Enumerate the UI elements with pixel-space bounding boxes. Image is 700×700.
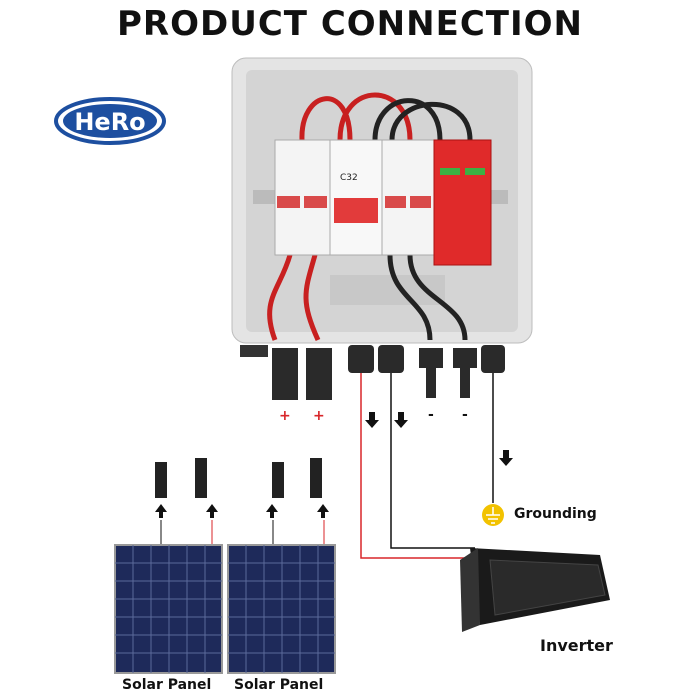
solar-panel-label: Solar Panel — [122, 677, 212, 693]
positive-label: + — [279, 408, 291, 424]
solar-panel-label: Solar Panel — [234, 677, 324, 693]
grounding-label: Grounding — [514, 506, 597, 522]
ground-icon — [482, 504, 504, 526]
connectors — [272, 345, 505, 400]
combiner-box: C32 — [231, 57, 533, 357]
down-arrow-icons — [365, 412, 513, 466]
black-cable — [390, 373, 475, 549]
solar-panels — [114, 544, 336, 674]
page-title: PRODUCT CONNECTION — [117, 4, 583, 44]
svg-text:C32: C32 — [340, 173, 358, 183]
positive-label: + — [313, 408, 325, 424]
inverter-label: Inverter — [540, 636, 613, 655]
inverter-image — [460, 548, 610, 632]
negative-label: - — [428, 407, 434, 423]
red-cable — [360, 373, 475, 559]
hero-logo: HeRo — [54, 97, 166, 145]
negative-label: - — [462, 407, 468, 423]
panel-connectors — [155, 458, 329, 545]
svg-text:HeRo: HeRo — [74, 108, 145, 136]
